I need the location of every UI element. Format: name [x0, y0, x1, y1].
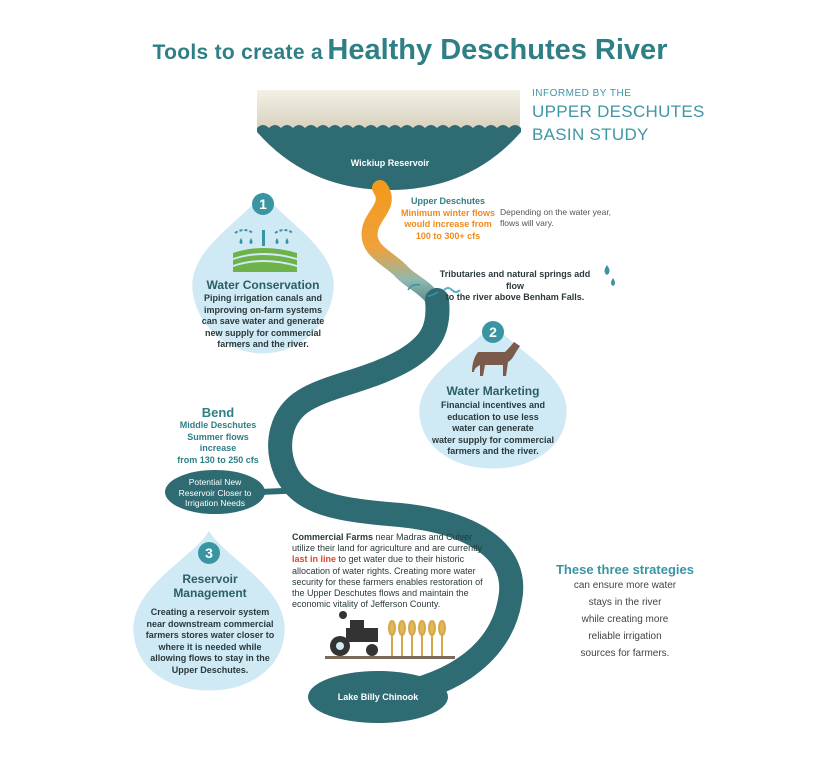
strategy-1-body-line: Piping irrigation canals and — [203, 293, 323, 303]
water-year-note: Depending on the water year, flows will … — [500, 207, 611, 229]
strategy-1-body-line: improving on-farm systems — [203, 304, 323, 315]
strategy-3-body-line: where it is needed while — [158, 641, 262, 652]
tributaries-annotation: Tributaries and natural springs add flow… — [430, 269, 600, 304]
summary-line: stays in the river — [588, 597, 662, 608]
summary-line: reliable irrigation — [588, 631, 662, 642]
bend-heading: Bend — [201, 405, 235, 420]
lake-billy-chinook-label: Lake Billy Chinook — [337, 692, 419, 702]
informed-by-label: INFORMED BY THE UPPER DESCHUTES BASIN ST… — [532, 88, 705, 145]
upper-deschutes-line3: 100 to 300+ cfs — [415, 230, 481, 241]
tractor-icon — [325, 611, 455, 659]
strategy-2-body-line: water can generate — [452, 423, 534, 433]
informed-line1: INFORMED BY THE — [532, 88, 632, 99]
page-title: Tools to create a Healthy Deschutes Rive… — [0, 34, 820, 67]
potential-reservoir-label: Potential New Reservoir Closer to Irriga… — [168, 477, 262, 509]
summary-heading: These three strategies — [555, 562, 694, 577]
water-year-note-line1: Depending on the water year, — [500, 207, 612, 217]
strategy-3-body-line: Upper Deschutes. — [171, 664, 249, 675]
potential-reservoir-shape — [165, 470, 265, 514]
drop-2-shape — [416, 314, 570, 472]
informed-line3: BASIN STUDY — [532, 125, 649, 144]
farms-text1: near Madras and Culver utilize their lan… — [292, 532, 483, 554]
potential-reservoir-line2: Reservoir Closer to — [178, 487, 252, 498]
potential-reservoir-line1: Potential New — [188, 477, 242, 487]
strategy-3-number: 3 — [198, 542, 220, 564]
strategy-1-body-line: can save water and generate — [201, 316, 325, 326]
informed-line2: UPPER DESCHUTES — [532, 102, 705, 121]
strategy-1-body-line: farmers and the river. — [217, 339, 309, 349]
summary-line: can ensure more water — [573, 580, 677, 591]
farms-highlight: last in line — [292, 554, 337, 565]
strategy-2-title: Water Marketing — [446, 384, 540, 398]
strategy-2-number: 2 — [482, 321, 504, 343]
summary-block: These three strategies can ensure more w… — [540, 562, 710, 662]
title-prefix: Tools to create a — [152, 41, 323, 64]
wickiup-reservoir-label: Wickiup Reservoir — [350, 158, 430, 168]
bend-line1: Summer flows increase — [187, 431, 249, 454]
strategy-2-body-line: farmers and the river. — [447, 446, 539, 456]
horse-icon — [472, 342, 520, 376]
strategy-3-body-line: Creating a reservoir system — [150, 607, 270, 617]
strategy-2-body: Financial incentives and education to us… — [423, 400, 563, 458]
wheat-icon — [388, 620, 446, 656]
bend-annotation: Bend Middle Deschutes Summer flows incre… — [168, 405, 268, 466]
strategy-2-body-line: education to use less — [447, 411, 539, 422]
strategy-3-body-line: farmers stores water closer to — [145, 630, 275, 640]
lake-billy-chinook-shape — [308, 671, 448, 723]
summary-line: while creating more — [581, 614, 669, 625]
strategy-1-body-line: new supply for commercial — [204, 327, 322, 338]
strategy-3-body: Creating a reservoir system near downstr… — [140, 607, 280, 676]
irrigated-field-icon — [233, 229, 297, 272]
wickiup-reservoir-shape — [257, 90, 521, 190]
upper-deschutes-annotation: Upper Deschutes Minimum winter flows wou… — [398, 196, 498, 242]
summary-line: sources for farmers. — [580, 648, 670, 659]
upper-deschutes-line2: would increase from — [404, 219, 492, 229]
strategy-1-body: Piping irrigation canals and improving o… — [193, 293, 333, 351]
upper-deschutes-line1: Minimum winter flows — [400, 207, 495, 218]
summary-body: can ensure more water stays in the river… — [540, 577, 710, 662]
potential-reservoir-line3: Irrigation Needs — [184, 498, 245, 508]
water-year-note-line2: flows will vary. — [500, 218, 554, 228]
tributaries-line1: Tributaries and natural springs add flow — [439, 269, 591, 291]
title-main: Healthy Deschutes River — [327, 34, 668, 66]
strategy-3-body-line: allowing flows to stay in the — [150, 653, 270, 663]
upper-deschutes-heading: Upper Deschutes — [410, 196, 486, 206]
farms-lead: Commercial Farms — [292, 532, 374, 542]
tributaries-line2: to the river above Benham Falls. — [445, 292, 585, 302]
bend-line2: from 130 to 250 cfs — [177, 454, 259, 465]
strategy-3-title: Reservoir Management — [140, 572, 280, 600]
strategy-1-title: Water Conservation — [206, 278, 320, 292]
strategy-3-title-line1: Reservoir — [182, 572, 238, 586]
strategy-2-body-line: water supply for commercial — [431, 434, 555, 445]
strategy-2-body-line: Financial incentives and — [440, 400, 546, 410]
strategy-1-number: 1 — [252, 193, 274, 215]
strategy-3-title-line2: Management — [173, 586, 247, 600]
strategy-3-body-line: near downstream commercial — [146, 618, 274, 629]
middle-deschutes-label: Middle Deschutes — [179, 420, 257, 430]
commercial-farms-text: Commercial Farms near Madras and Culver … — [292, 532, 492, 610]
drop-3-shape — [130, 524, 288, 694]
farms-text2: to get water due to their historic alloc… — [292, 554, 483, 610]
